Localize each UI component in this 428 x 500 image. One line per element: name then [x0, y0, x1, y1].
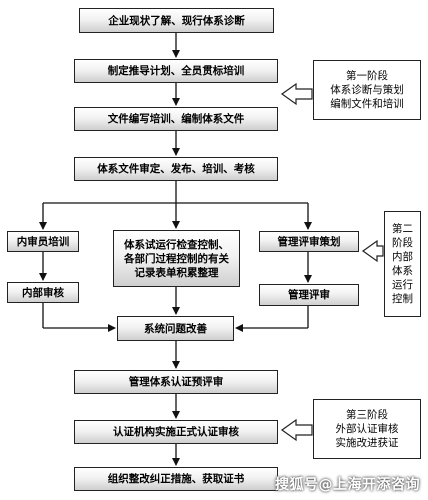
internal-auditor-training-box: 内审员培训: [7, 231, 79, 252]
phase2-line-1: 第二: [392, 223, 413, 235]
mgmt-review-box: 管理评审: [259, 284, 359, 306]
step-document-release-label: 体系文件审定、发布、培训、考核: [97, 163, 255, 175]
phase2-line-2: 阶段: [392, 237, 413, 249]
step-document-writing-label: 文件编写培训、编制体系文件: [107, 113, 245, 125]
phase1-line-2: 体系诊断与策划: [330, 84, 404, 96]
phase3-pointer-arrow: [280, 418, 313, 442]
phase3-note: 第三阶段 外部认证审核 实施改进获证: [313, 399, 421, 459]
mgmt-review-planning-label: 管理评审策划: [277, 235, 341, 248]
certification-audit-label: 认证机构实施正式认证审核: [113, 426, 239, 438]
step-plan-training-label: 制定推导计划、全员贯标培训: [107, 65, 245, 77]
step-status-diagnosis: 企业现状了解、现行体系诊断: [79, 8, 274, 33]
phase2-line-5: 运行: [392, 279, 413, 291]
final-certificate-label: 组织整改纠正措施、获取证书: [107, 473, 245, 485]
step-status-diagnosis-label: 企业现状了解、现行体系诊断: [108, 14, 245, 27]
mgmt-review-planning-box: 管理评审策划: [259, 231, 359, 252]
improvement-box: 系统问题改善: [117, 316, 234, 341]
certification-audit-box: 认证机构实施正式认证审核: [74, 420, 278, 444]
trial-run-box: 体系试运行检查控制、 各部门过程控制的有关 记录表单积累整理: [113, 230, 240, 287]
internal-audit-box: 内部审核: [7, 282, 79, 303]
internal-auditor-training-label: 内审员培训: [16, 235, 70, 248]
improvement-label: 系统问题改善: [144, 322, 207, 335]
phase2-line-3: 内部: [392, 251, 413, 263]
phase1-line-3: 编制文件和培训: [330, 98, 404, 110]
phase2-line-4: 体系: [392, 265, 413, 277]
step-plan-training: 制定推导计划、全员贯标培训: [74, 59, 278, 83]
phase2-pointer-arrow: [361, 239, 384, 263]
watermark: 搜狐号@上海开添咨询: [275, 477, 420, 493]
phase3-line-2: 外部认证审核: [335, 423, 399, 435]
trial-run-line-2: 各部门过程控制的有关: [124, 252, 229, 265]
phase3-line-3: 实施改进获证: [335, 437, 399, 449]
trial-run-line-3: 记录表单积累整理: [134, 266, 219, 279]
mgmt-review-label: 管理评审: [288, 289, 330, 301]
step-document-release: 体系文件审定、发布、培训、考核: [74, 157, 278, 181]
phase2-line-6: 控制: [392, 293, 413, 305]
phase2-note: 第二 阶段 内部 体系 运行 控制: [384, 211, 421, 317]
phase1-line-1: 第一阶段: [346, 70, 388, 82]
internal-audit-label: 内部审核: [22, 286, 64, 299]
final-certificate-box: 组织整改纠正措施、获取证书: [74, 467, 278, 491]
pre-assessment-label: 管理体系认证预评审: [128, 376, 224, 388]
phase3-line-1: 第三阶段: [346, 409, 388, 421]
step-document-writing: 文件编写培训、编制体系文件: [74, 107, 278, 131]
phase1-pointer-arrow: [280, 82, 313, 106]
pre-assessment-box: 管理体系认证预评审: [74, 370, 278, 394]
trial-run-line-1: 体系试运行检查控制、: [124, 238, 229, 251]
phase1-note: 第一阶段 体系诊断与策划 编制文件和培训: [313, 60, 421, 120]
